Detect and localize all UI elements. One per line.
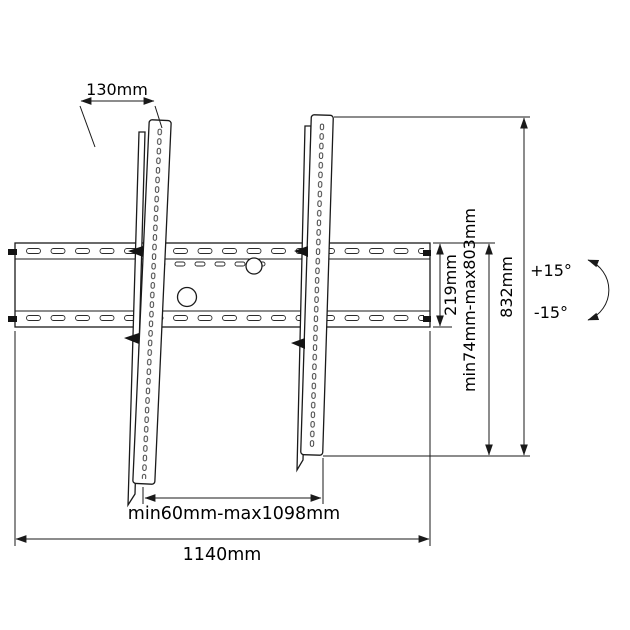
dim-vrange-label: min74mm-max803mm bbox=[460, 208, 479, 392]
dim-130mm-label: 130mm bbox=[86, 80, 148, 99]
wall-plate-hole-small bbox=[245, 257, 263, 275]
dim-1140mm-label: 1140mm bbox=[183, 545, 262, 565]
right-bracket-rail bbox=[300, 114, 334, 456]
left-rail-clamp-top bbox=[128, 246, 143, 257]
plate-right-endcap-top bbox=[423, 250, 431, 256]
wall-plate-mid-slot-row bbox=[152, 260, 272, 268]
left-tilt-arm bbox=[127, 131, 146, 508]
dim-219mm-label: 219mm bbox=[441, 254, 460, 316]
right-tilt-arm bbox=[296, 125, 312, 473]
tilt-down-label: -15° bbox=[534, 303, 568, 322]
right-rail-hole-column bbox=[300, 121, 334, 449]
dim-219mm: 219mm bbox=[433, 243, 460, 328]
wall-plate-top-slot-row bbox=[22, 246, 424, 256]
dim-832mm-label: 832mm bbox=[497, 256, 516, 318]
tilt-range-arrow-icon bbox=[587, 259, 610, 321]
dim-130mm: 130mm bbox=[79, 80, 163, 148]
tilt-up-label: +15° bbox=[530, 261, 572, 280]
left-rail-hole-column bbox=[132, 126, 171, 480]
dim-hrange-label: min60mm-max1098mm bbox=[128, 504, 340, 524]
dim-832mm: 832mm bbox=[323, 116, 530, 457]
wall-plate bbox=[8, 242, 431, 328]
wall-plate-hole-large bbox=[176, 286, 198, 308]
right-rail-clamp-bottom bbox=[291, 338, 305, 349]
right-rail-clamp-top bbox=[294, 246, 308, 257]
tilt-range: +15° -15° bbox=[530, 259, 610, 322]
left-rail-clamp-bottom bbox=[124, 333, 139, 344]
left-bracket-rail bbox=[132, 119, 172, 485]
plate-right-endcap-bottom bbox=[423, 316, 431, 322]
dim-vertical-range: min74mm-max803mm bbox=[433, 208, 495, 456]
plate-left-endcap-top bbox=[8, 249, 17, 255]
wall-plate-bottom-slot-row bbox=[22, 313, 424, 323]
plate-left-endcap-bottom bbox=[8, 316, 17, 322]
dim-130mm-ext-left bbox=[79, 105, 96, 148]
dim-130mm-ext-right bbox=[154, 105, 163, 129]
dim-horizontal-range: min60mm-max1098mm bbox=[128, 458, 340, 524]
dim-1140mm: 1140mm bbox=[14, 331, 431, 565]
